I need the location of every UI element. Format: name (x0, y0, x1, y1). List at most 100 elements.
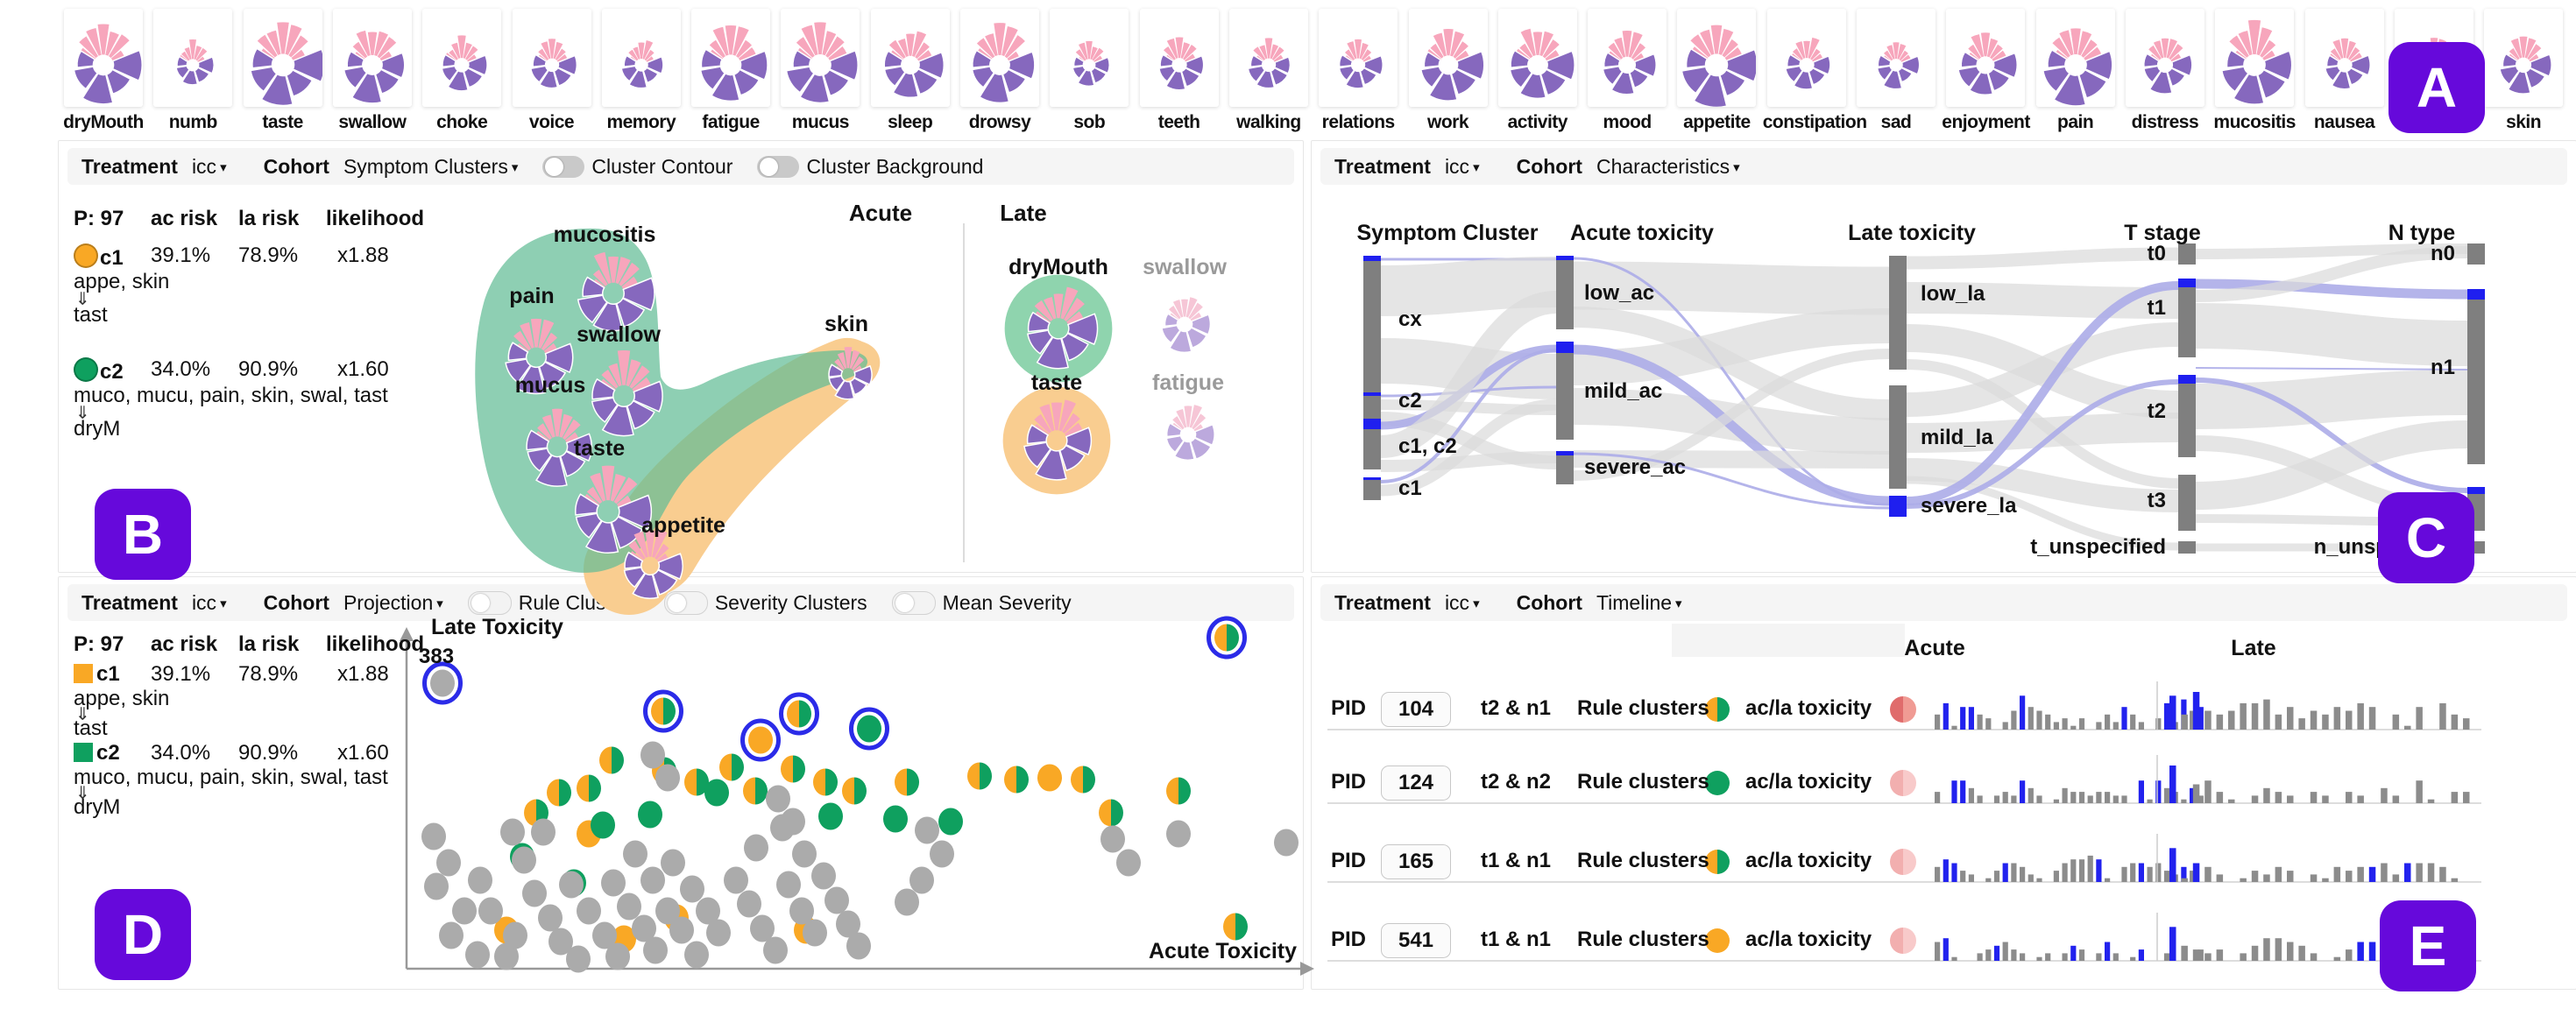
scatter-point-g[interactable] (421, 822, 446, 850)
scatter-point-g[interactable] (1274, 829, 1299, 857)
acute-glyph-skin[interactable] (828, 347, 873, 400)
treatment-dropdown[interactable]: icc▾ (191, 154, 227, 178)
scatter-point-g[interactable] (559, 871, 584, 899)
scatter-point-h[interactable] (1099, 799, 1123, 827)
acute-glyph-swallow[interactable] (591, 349, 663, 437)
scatter-point-g[interactable] (811, 862, 836, 890)
cohort-dropdown[interactable]: Projection▾ (343, 590, 443, 614)
toggle-cluster-contour[interactable]: Cluster Contour (542, 155, 732, 179)
scatter-point-g[interactable] (895, 888, 919, 916)
scatter-point-g[interactable] (655, 764, 680, 792)
sankey-node-t_unspecified[interactable] (2178, 541, 2196, 554)
scatter-point-g[interactable] (439, 921, 464, 949)
scatter-point-g[interactable] (744, 834, 768, 862)
scatter-point-g[interactable] (538, 904, 563, 932)
symptom-icon-memory[interactable]: memory (598, 9, 685, 133)
scatter-point-g[interactable] (930, 840, 954, 868)
scatter-point-g[interactable] (684, 941, 709, 969)
symptom-icon-choke[interactable]: choke (418, 9, 506, 133)
symptom-icon-work[interactable]: work (1405, 9, 1492, 133)
scatter-point-g[interactable] (577, 897, 601, 925)
scatter-point-g[interactable] (494, 942, 519, 970)
scatter-point-g[interactable] (601, 869, 626, 897)
scatter-point-g[interactable] (763, 936, 788, 964)
scatter-point-n[interactable] (591, 811, 615, 839)
sankey-node-t1[interactable] (2178, 279, 2196, 357)
scatter-point-selected-h[interactable] (1207, 616, 1247, 660)
cohort-dropdown[interactable]: Symptom Clusters▾ (343, 154, 519, 178)
symptom-icon-voice[interactable]: voice (508, 9, 596, 133)
symptom-icon-appetite[interactable]: appetite (1673, 9, 1760, 133)
scatter-point-g[interactable] (1166, 820, 1191, 848)
scatter-point-g[interactable] (1116, 849, 1141, 877)
scatter-point-h[interactable] (781, 755, 806, 783)
scatter-point-selected-h[interactable] (643, 689, 683, 733)
scatter-point-g[interactable] (781, 808, 805, 836)
sankey-node-c1[interactable] (1363, 477, 1381, 500)
sankey-node-mild_ac[interactable] (1556, 342, 1574, 440)
scatter-point-g[interactable] (789, 897, 814, 925)
scatter-point-g[interactable] (909, 866, 934, 894)
symptom-icon-activity[interactable]: activity (1494, 9, 1582, 133)
symptom-icon-drowsy[interactable]: drowsy (956, 9, 1044, 133)
scatter-point-o[interactable] (1037, 764, 1062, 792)
scatter-point-g[interactable] (643, 936, 668, 964)
scatter-point-g[interactable] (465, 941, 490, 969)
scatter-point-g[interactable] (655, 897, 680, 925)
scatter-point-g[interactable] (737, 890, 761, 918)
symptom-icon-numb[interactable]: numb (149, 9, 237, 133)
treatment-dropdown[interactable]: icc▾ (191, 590, 227, 614)
scatter-point-h[interactable] (842, 777, 867, 805)
symptom-icon-skin[interactable]: skin (2480, 9, 2567, 133)
late-glyph-fatigue[interactable] (1165, 405, 1215, 462)
symptom-icon-sob[interactable]: sob (1045, 9, 1133, 133)
scatter-point-g[interactable] (617, 893, 641, 921)
sankey-node-t2[interactable] (2178, 375, 2196, 457)
scatter-point-h[interactable] (1071, 766, 1096, 794)
symptom-icon-fatigue[interactable]: fatigue (687, 9, 775, 133)
late-glyph-taste[interactable] (1023, 399, 1093, 481)
symptom-icon-sad[interactable]: sad (1852, 9, 1940, 133)
acute-glyph-pain[interactable] (505, 318, 574, 395)
scatter-point-h[interactable] (547, 779, 571, 807)
scatter-point-g[interactable] (623, 840, 648, 868)
symptom-icon-distress[interactable]: distress (2121, 9, 2209, 133)
scatter-point-h[interactable] (895, 768, 919, 796)
sankey-node-low_la[interactable] (1889, 256, 1907, 370)
cohort-dropdown[interactable]: Characteristics▾ (1596, 154, 1740, 178)
acute-glyph-appetite[interactable] (623, 529, 683, 599)
sankey-node-t3[interactable] (2178, 475, 2196, 531)
scatter-point-h[interactable] (1223, 913, 1248, 941)
symptom-icon-relations[interactable]: relations (1314, 9, 1402, 133)
scatter-point-n[interactable] (638, 801, 662, 829)
scatter-point-g[interactable] (424, 872, 449, 900)
scatter-point-g[interactable] (640, 741, 665, 769)
symptom-icon-enjoyment[interactable]: enjoyment (1942, 9, 2030, 133)
scatter-point-g[interactable] (803, 919, 827, 947)
scatter-point-g[interactable] (776, 871, 801, 899)
scatter-point-g[interactable] (824, 886, 849, 914)
scatter-point-selected-o[interactable] (740, 718, 781, 762)
scatter-point-selected-g[interactable] (422, 661, 463, 705)
scatter-point-h[interactable] (967, 762, 992, 790)
symptom-icon-taste[interactable]: taste (239, 9, 327, 133)
scatter-point-g[interactable] (696, 897, 720, 925)
scatter-point-g[interactable] (478, 897, 503, 925)
scatter-point-g[interactable] (566, 945, 591, 973)
scatter-point-selected-h[interactable] (779, 692, 819, 736)
sankey-node-severe_ac[interactable] (1556, 451, 1574, 484)
scatter-point-h[interactable] (599, 746, 624, 774)
scatter-point-g[interactable] (915, 816, 939, 844)
sankey-node-n1[interactable] (2467, 289, 2485, 464)
scatter-point-h[interactable] (719, 753, 745, 781)
acute-glyph-taste[interactable] (575, 465, 653, 554)
symptom-icon-walking[interactable]: walking (1225, 9, 1313, 133)
scatter-point-g[interactable] (468, 866, 492, 894)
scatter-point-g[interactable] (548, 928, 573, 956)
scatter-point-h[interactable] (1004, 766, 1029, 794)
scatter-point-selected-n[interactable] (849, 707, 889, 751)
scatter-point-h[interactable] (813, 768, 839, 796)
late-glyph-swallow[interactable] (1161, 297, 1212, 354)
scatter-point-g[interactable] (500, 818, 525, 846)
scatter-point-g[interactable] (792, 840, 817, 868)
